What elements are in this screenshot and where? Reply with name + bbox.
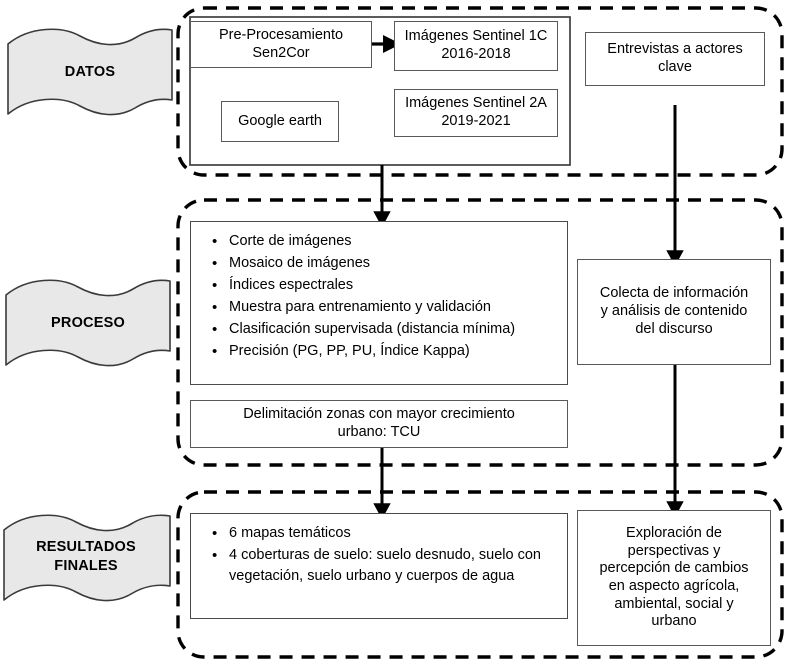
banner-text-datos: DATOS: [64, 63, 116, 80]
bullet-icon: •: [212, 547, 218, 565]
proceso-item-3: Índices espectrales: [229, 277, 354, 294]
node-exploracion-line6: urbano: [651, 613, 697, 630]
node-entrevistas-line2: clave: [658, 59, 692, 75]
node-google-earth[interactable]: Google earth: [221, 101, 339, 142]
node-colecta-line1: Colecta de información: [599, 285, 749, 302]
node-pre-procesamiento[interactable]: Pre-Procesamiento Sen2Cor: [190, 21, 372, 68]
node-entrevistas[interactable]: Entrevistas a actores clave: [585, 32, 765, 86]
list-item: • Clasificación supervisada (distancia mí…: [212, 319, 557, 340]
node-sentinel-2a-line1: Imágenes Sentinel 2A: [405, 95, 547, 112]
node-sentinel-2a-line2: 2019-2021: [441, 113, 511, 129]
node-exploracion[interactable]: Exploración de perspectivas y percepción…: [577, 510, 771, 646]
proceso-list: •Corte de imágenes •Mosaico de imágenes …: [203, 231, 557, 362]
node-exploracion-line3: percepción de cambios: [599, 560, 749, 577]
list-item: • 6 mapas temáticos: [212, 523, 557, 544]
list-item: • Mosaico de imágenes: [212, 253, 557, 274]
banner-label-datos: DATOS: [10, 48, 170, 96]
list-item: • Corte de imágenes: [212, 231, 557, 252]
banner-shape-resultados: [3, 514, 171, 602]
node-delimitacion[interactable]: Delimitación zonas con mayor crecimiento…: [190, 400, 568, 448]
list-item: • Precisión (PG, PP, PU, Índice Kappa): [212, 341, 557, 362]
resultados-list: • 6 mapas temáticos • 4 coberturas de suel…: [203, 523, 557, 587]
node-sentinel-1c-line2: 2016-2018: [441, 46, 511, 62]
banner-text-proceso: PROCESO: [51, 314, 125, 331]
node-colecta-line3: del discurso: [635, 320, 713, 337]
banner-text-resultados-line1: RESULTADOS: [36, 539, 136, 556]
node-sentinel-1c-line1: Imágenes Sentinel 1C: [404, 28, 548, 45]
node-google-earth-label: Google earth: [238, 112, 322, 129]
proceso-item-6: Precisión (PG, PP, PU, Índice Kappa): [229, 343, 470, 360]
node-delimitacion-line2: urbano: TCU: [337, 424, 421, 440]
list-item: • Muestra para entrenamiento y validación: [212, 297, 557, 318]
banner-label-proceso: PROCESO: [8, 300, 168, 346]
bullet-icon: •: [212, 321, 218, 339]
node-exploracion-line1: Exploración de: [626, 524, 722, 541]
banner-text-resultados-line2: FINALES: [54, 558, 118, 574]
node-entrevistas-line1: Entrevistas a actores: [607, 41, 743, 58]
node-exploracion-line5: ambiental, social y: [614, 595, 734, 612]
banner-label-resultados: RESULTADOS FINALES: [4, 532, 168, 582]
node-resultados-list[interactable]: • 6 mapas temáticos • 4 coberturas de suel…: [190, 513, 568, 619]
node-exploracion-line4: en aspecto agrícola,: [608, 578, 740, 594]
banner-shape-proceso: [5, 279, 171, 367]
node-pre-procesamiento-line1: Pre-Procesamiento: [218, 26, 344, 43]
banner-shape-datos: [7, 28, 173, 116]
proceso-item-5: Clasificación supervisada (distancia mín…: [229, 321, 516, 338]
bullet-icon: •: [212, 343, 218, 361]
node-sentinel-2a[interactable]: Imágenes Sentinel 2A 2019-2021: [394, 89, 558, 137]
node-delimitacion-line1: Delimitación zonas con mayor crecimiento: [243, 406, 515, 423]
node-pre-procesamiento-line2: Sen2Cor: [252, 44, 310, 61]
resultados-item-2: 4 coberturas de suelo: suelo desnudo, su…: [229, 547, 541, 585]
node-proceso-list[interactable]: •Corte de imágenes •Mosaico de imágenes …: [190, 221, 568, 385]
bullet-icon: •: [212, 255, 218, 273]
proceso-item-1: Corte de imágenes: [229, 233, 352, 249]
bullet-icon: •: [212, 525, 218, 542]
proceso-item-4: Muestra para entrenamiento y validación: [229, 299, 491, 316]
bullet-icon: •: [212, 233, 218, 250]
node-sentinel-1c[interactable]: Imágenes Sentinel 1C 2016-2018: [394, 21, 558, 71]
node-colecta-line2: y análisis de contenido: [600, 303, 748, 320]
proceso-item-2: Mosaico de imágenes: [229, 255, 371, 272]
resultados-item-1: 6 mapas temáticos: [229, 525, 351, 541]
node-colecta[interactable]: Colecta de información y análisis de con…: [577, 259, 771, 365]
bullet-icon: •: [212, 299, 218, 317]
node-exploracion-line2: perspectivas y: [627, 542, 721, 559]
list-item: • 4 coberturas de suelo: suelo desnudo, s…: [212, 545, 557, 587]
bullet-icon: •: [212, 277, 218, 295]
list-item: • Índices espectrales: [212, 275, 557, 296]
